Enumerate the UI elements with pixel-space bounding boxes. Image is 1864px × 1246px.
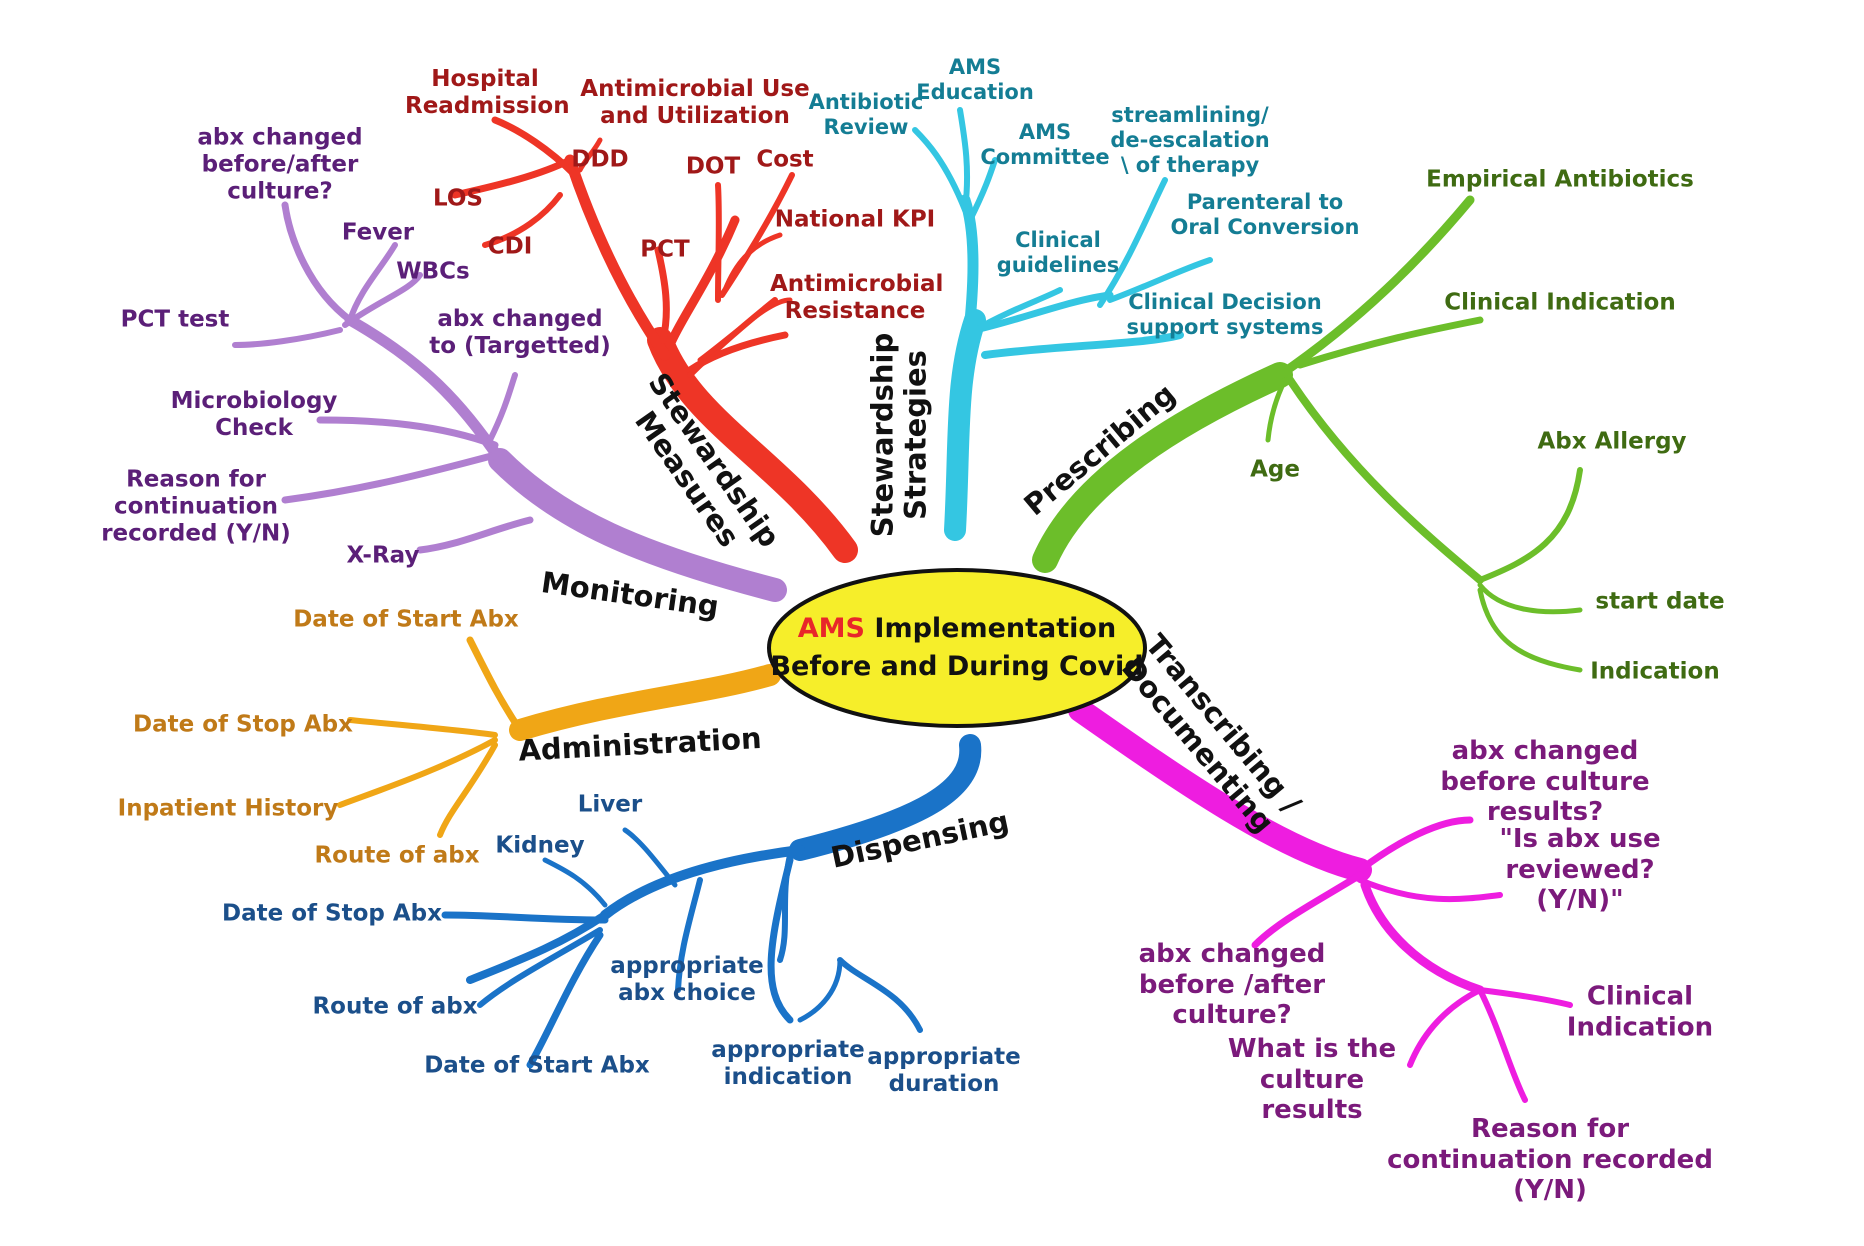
leaf-is-abx-use-reviewed: "Is abx use reviewed?(Y/N)" [1499, 823, 1661, 916]
leaf-indication: Indication [1590, 658, 1720, 685]
prescribing-branch-lines [1032, 195, 1583, 673]
leaf-clinical-indication: Clinical Indication [1444, 289, 1676, 316]
leaf-hospital-readmission: Hospital Readmission [405, 65, 570, 119]
leaf-culture-results: What is the culture results [1227, 1033, 1397, 1126]
leaf-antibiotic-review: Antibiotic Review [808, 90, 924, 139]
leaf-kidney: Kidney [495, 832, 585, 859]
center-title: AMS Implementation Before and During Cov… [770, 610, 1143, 686]
monitoring-branch-lines [232, 201, 787, 602]
center-subtitle: Before and During Covid [770, 651, 1144, 682]
leaf-cost: Cost [756, 146, 814, 173]
stewardship-strategies-branch-lines [912, 107, 1213, 541]
leaf-pct: PCT [640, 236, 690, 263]
leaf-pct-test: PCT test [120, 306, 230, 333]
leaf-date-of-stop-abx: Date of Stop Abx [133, 711, 353, 738]
leaf-abx-changed-before-after-culture: abx changed before/after culture? [197, 124, 363, 205]
leaf-x-ray: X-Ray [346, 542, 420, 569]
leaf-national-kpi: National KPI [774, 206, 936, 233]
stewardship-measures-branch-lines [451, 116, 858, 563]
leaf-appropriate-indication: appropriate indication [711, 1036, 865, 1090]
dispensing-branch-lines [441, 734, 982, 1069]
leaf-parenteral-oral: Parenteral to Oral Conversion [1170, 190, 1360, 239]
transcribing-branch-lines [1068, 698, 1573, 1103]
leaf-start-date: start date [1595, 588, 1725, 615]
leaf-clinical-indication: Clinical Indication [1566, 981, 1714, 1042]
center-node [767, 568, 1147, 728]
leaf-streamlining: streamlining/ de-escalation \ of therapy [1110, 102, 1270, 177]
leaf-appropriate-duration: appropriate duration [867, 1043, 1021, 1097]
leaf-route-of-abx: Route of abx [312, 993, 478, 1020]
leaf-los: LOS [433, 185, 483, 212]
leaf-ams-education: AMS Education [916, 55, 1034, 104]
leaf-abx-allergy: Abx Allergy [1537, 428, 1687, 455]
leaf-reason-for-continuation: Reason for continuation recorded (Y/N) [1387, 1113, 1713, 1206]
leaf-date-of-start-abx: Date of Start Abx [424, 1052, 650, 1079]
leaf-abx-changed-before-after-culture: abx changed before /after culture? [1138, 938, 1326, 1031]
branch-label-stewardship-strategies: Stewardship Strategies [865, 332, 933, 538]
administration-branch-lines [337, 636, 781, 838]
leaf-empirical-antibiotics: Empirical Antibiotics [1426, 166, 1694, 193]
leaf-wbcs: WBCs [396, 258, 470, 285]
leaf-inpatient-history: Inpatient History [117, 795, 339, 822]
leaf-clinical-guidelines: Clinical guidelines [996, 228, 1120, 277]
leaf-dot: DOT [685, 153, 741, 180]
leaf-route-of-abx: Route of abx [314, 842, 480, 869]
leaf-microbiology-check: Microbiology Check [170, 387, 338, 441]
leaf-ams-committee: AMS Committee [980, 120, 1110, 169]
leaf-cdi: CDI [487, 233, 533, 260]
leaf-antimicrobial-use: Antimicrobial Use and Utilization [580, 75, 810, 129]
leaf-ddd: DDD [571, 146, 629, 173]
leaf-antimicrobial-resistance: Antimicrobial Resistance [770, 270, 944, 324]
leaf-date-of-stop-abx: Date of Stop Abx [222, 900, 442, 927]
leaf-appropriate-abx-choice: appropriate abx choice [610, 952, 764, 1006]
leaf-date-of-start-abx: Date of Start Abx [293, 606, 519, 633]
leaf-abx-changed-targetted: abx changed to (Targetted) [429, 305, 611, 359]
leaf-reason-for-continuation: Reason for continuation recorded (Y/N) [101, 466, 291, 547]
leaf-liver: Liver [577, 791, 643, 818]
leaf-fever: Fever [341, 219, 415, 246]
leaf-abx-changed-before-culture-results: abx changed before culture results? [1440, 735, 1650, 828]
center-acronym: AMS [797, 613, 865, 645]
leaf-age: Age [1250, 456, 1300, 483]
leaf-clinical-decision-support: Clinical Decision support systems [1126, 290, 1324, 339]
center-title-rest: Implementation [874, 613, 1117, 645]
